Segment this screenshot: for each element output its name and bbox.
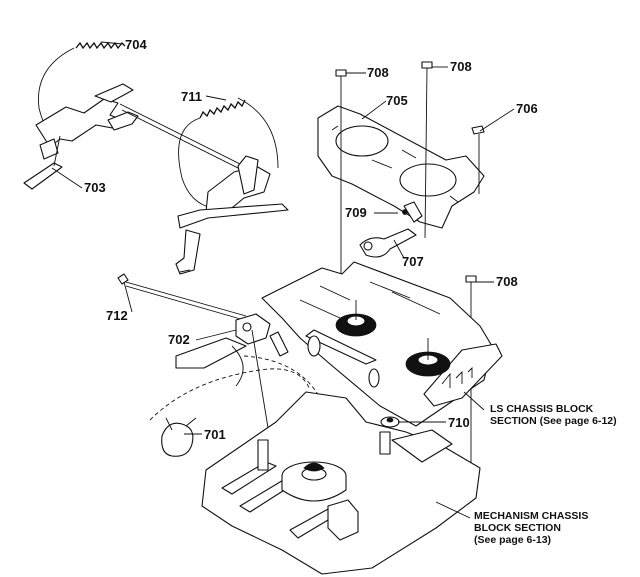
callout-702: 702: [168, 332, 190, 347]
mechanism-note-line2: BLOCK SECTION: [474, 522, 561, 534]
part-705-top-plate: [317, 105, 485, 229]
ls-chassis-section-note: LS CHASSIS BLOCK SECTION (See page 6-12): [490, 403, 617, 427]
callout-704: 704: [125, 37, 147, 52]
callout-703: 703: [84, 180, 106, 195]
callout-701: 701: [204, 427, 226, 442]
callout-707: 707: [402, 254, 424, 269]
part-linkage-arm: [175, 155, 289, 275]
callout-708-b: 708: [450, 59, 472, 74]
ls-chassis-note-line2: SECTION (See page 6-12): [490, 415, 617, 427]
callout-708-c: 708: [496, 274, 518, 289]
callout-710: 710: [448, 415, 470, 430]
part-712-pin: [117, 273, 247, 321]
mechanism-note-line1: MECHANISM CHASSIS: [474, 510, 588, 522]
part-710-washer: [380, 416, 400, 428]
part-711-spring: [178, 97, 279, 209]
callout-711: 711: [181, 89, 202, 104]
mechanism-chassis-section-note: MECHANISM CHASSIS BLOCK SECTION (See pag…: [474, 510, 588, 546]
callout-709: 709: [345, 205, 367, 220]
callout-706: 706: [516, 101, 538, 116]
part-702-arm: [175, 313, 271, 387]
screw-708-b: [421, 61, 433, 239]
callout-712: 712: [106, 308, 128, 323]
mechanism-note-line3: (See page 6-13): [474, 534, 551, 546]
callout-705: 705: [386, 93, 408, 108]
part-707-lever: [359, 201, 423, 258]
part-701-cam: [149, 329, 325, 457]
leader-lines: [51, 41, 515, 519]
callout-708-a: 708: [367, 65, 389, 80]
ls-chassis-note-line1: LS CHASSIS BLOCK: [490, 403, 594, 415]
screw-706: [471, 125, 485, 194]
part-703-arm-bracket: [23, 83, 263, 190]
mechanism-chassis-block: [201, 391, 481, 575]
ls-chassis-block: [261, 261, 503, 427]
